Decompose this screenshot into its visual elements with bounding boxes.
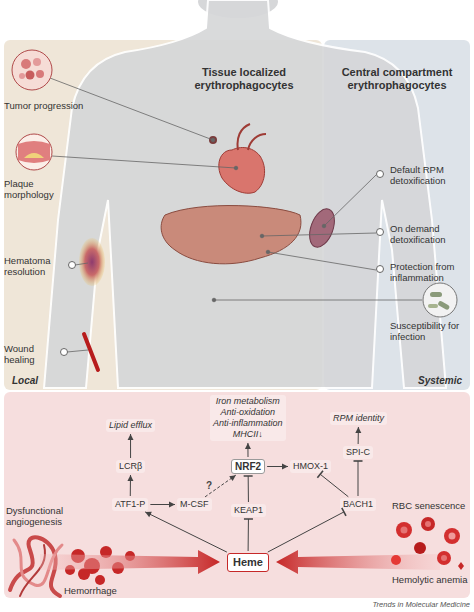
callout-text: Plaque morphology	[4, 178, 66, 200]
pathway-term: LCRβ	[116, 460, 145, 473]
panel-heading: Tissue localized erythrophagocytes	[182, 66, 306, 91]
term-text: RPM identity	[333, 413, 384, 424]
term-text: Anti-oxidation	[213, 407, 283, 418]
pathway-term: Iron metabolismAnti-oxidationAnti-inflam…	[210, 395, 286, 441]
arrow-connector	[150, 502, 175, 508]
arrow-head	[245, 443, 251, 449]
term-text: M-CSF	[180, 499, 209, 510]
term-text: Heme	[233, 556, 263, 569]
callout-text: Hemorrhage	[64, 585, 154, 596]
arrow-head	[169, 502, 175, 508]
arrow-connector	[128, 434, 134, 458]
edge-label: ?	[206, 480, 212, 491]
pathway-term: BACH1	[340, 498, 376, 511]
callout-text: Dysfunctional angiogenesis	[6, 505, 96, 527]
arrow-head	[355, 427, 361, 433]
hematoma	[79, 238, 105, 286]
term-text: HMOX-1	[293, 461, 328, 472]
arrow-connector	[355, 427, 361, 444]
term-text: BACH1	[343, 499, 373, 510]
term-text: SPI-C	[346, 447, 370, 458]
influx-arrow	[276, 550, 440, 574]
connector-line	[248, 476, 249, 502]
inhibition-head	[354, 460, 363, 462]
connector-line	[145, 512, 227, 552]
inhibition-connector	[268, 508, 346, 552]
pathway-term: ATF1-P	[112, 498, 148, 511]
callout-text: On demand detoxification	[390, 223, 470, 245]
arrow-connector	[245, 443, 251, 457]
term-text: ATF1-P	[115, 499, 145, 510]
connector-line	[205, 475, 236, 497]
callout-text: Tumor progression	[4, 100, 114, 111]
term-text: NRF2	[235, 461, 261, 472]
term-text: Anti-inflammation	[213, 418, 283, 429]
panel-heading: Central compartment erythrophagocytes	[332, 66, 462, 91]
callout-text: Hemolytic anemia	[392, 574, 472, 585]
pathway-band	[4, 392, 470, 598]
callout-text: RBC senescence	[392, 500, 472, 511]
heme-box: Heme	[227, 553, 269, 572]
arrow-head	[128, 434, 134, 440]
arrow-head	[282, 464, 288, 470]
arrow-head	[145, 512, 152, 517]
pathway-term: KEAP1	[231, 504, 266, 517]
term-text: Iron metabolism	[213, 396, 283, 407]
connector-line	[248, 519, 249, 551]
arrow-connector	[145, 512, 227, 552]
arrow-connector	[127, 475, 133, 496]
inhibition-connector	[317, 471, 348, 497]
vessel	[238, 124, 267, 150]
term-text: KEAP1	[234, 505, 263, 516]
arrow-head	[127, 475, 133, 481]
spleen	[305, 205, 339, 250]
pathway-term: M-CSF	[177, 498, 212, 511]
arrow-connector	[267, 464, 288, 470]
inhibition-head	[244, 475, 253, 477]
callout-text: Default RPM detoxification	[390, 164, 470, 186]
tumor	[209, 136, 217, 144]
tumor-icon	[12, 50, 52, 90]
inhibition-head	[244, 518, 253, 520]
callout-text: Hematoma resolution	[4, 255, 66, 277]
callout-text: Wound healing	[4, 343, 60, 365]
pathway-term: HMOX-1	[290, 460, 331, 473]
pathway-term: RPM identity	[330, 412, 387, 425]
callout-text: Protection from inflammation	[390, 261, 470, 283]
plaque-icon	[16, 134, 52, 170]
callout-text: Susceptibility for infection	[390, 320, 470, 342]
connector-line	[358, 461, 359, 496]
influx-arrow	[40, 550, 220, 574]
inhibition-connector	[244, 519, 253, 551]
term-text: LCRβ	[119, 461, 142, 472]
scope-label: Local	[12, 375, 38, 387]
term-text: MHCII↓	[213, 429, 283, 440]
journal-mark: Trends in Molecular Medicine	[300, 600, 470, 610]
arrow-connector	[205, 475, 236, 497]
inhibition-connector	[354, 461, 363, 496]
connector-line	[268, 512, 344, 552]
connector-line	[320, 474, 348, 497]
rbc-illustration	[391, 517, 464, 570]
heart	[219, 148, 265, 194]
pathway-term: Lipid efflux	[106, 419, 155, 432]
factor-box: NRF2	[231, 459, 265, 474]
liver	[161, 206, 301, 264]
scope-label: Systemic	[418, 375, 462, 387]
bacteria-icon	[423, 283, 457, 317]
pathway-term: SPI-C	[343, 446, 373, 459]
term-text: Lipid efflux	[109, 420, 152, 431]
arrow-head	[229, 475, 236, 481]
inhibition-connector	[244, 476, 253, 502]
